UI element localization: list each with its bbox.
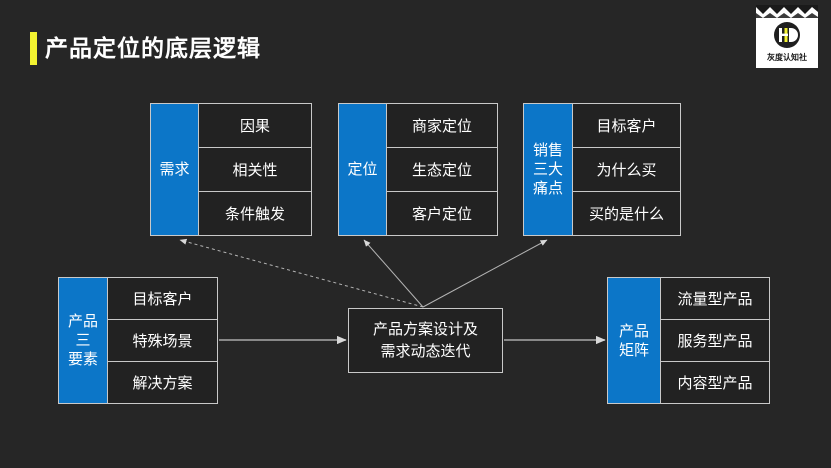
connector-center-to-sales-painpoints (422, 239, 548, 308)
page-title: 产品定位的底层逻辑 (45, 35, 261, 61)
title-accent-bar (30, 32, 37, 65)
group-product-matrix-head-line-1: 产品 (618, 322, 649, 340)
group-product-matrix-items: 流量型产品 服务型产品 内容型产品 (660, 278, 769, 403)
group-product-elements-head-line-3: 要素 (67, 351, 98, 368)
group-positioning-item-1[interactable]: 商家定位 (387, 104, 497, 148)
group-product-elements[interactable]: 产品 三 要素 目标客户 特殊场景 解决方案 (58, 277, 218, 404)
group-sales-painpoints-item-2[interactable]: 为什么买 (573, 148, 680, 192)
group-product-elements-items: 目标客户 特殊场景 解决方案 (107, 278, 217, 403)
group-sales-painpoints-item-3[interactable]: 买的是什么 (573, 192, 680, 235)
group-product-matrix-head-line-2: 矩阵 (618, 341, 649, 359)
logo-text: 灰度认知社 (767, 53, 807, 62)
group-sales-painpoints-head-line-3: 痛点 (532, 180, 563, 197)
group-product-elements-item-2[interactable]: 特殊场景 (108, 320, 217, 362)
group-product-matrix[interactable]: 产品 矩阵 流量型产品 服务型产品 内容型产品 (607, 277, 770, 404)
connector-center-to-positioning (363, 239, 424, 308)
center-box-line-2: 需求动态迭代 (380, 342, 471, 360)
group-sales-painpoints-item-1[interactable]: 目标客户 (573, 104, 680, 148)
group-positioning-head: 定位 (339, 104, 386, 235)
group-demand-item-1[interactable]: 因果 (199, 104, 311, 148)
group-positioning-items: 商家定位 生态定位 客户定位 (386, 104, 497, 235)
group-demand-item-3[interactable]: 条件触发 (199, 192, 311, 235)
group-sales-painpoints[interactable]: 销售 三大 痛点 目标客户 为什么买 买的是什么 (523, 103, 681, 236)
group-product-elements-head: 产品 三 要素 (59, 278, 107, 403)
group-product-elements-head-line-2: 三 (75, 332, 91, 349)
group-positioning[interactable]: 定位 商家定位 生态定位 客户定位 (338, 103, 498, 236)
group-demand[interactable]: 需求 因果 相关性 条件触发 (150, 103, 312, 236)
group-product-elements-item-1[interactable]: 目标客户 (108, 278, 217, 320)
group-product-matrix-item-3[interactable]: 内容型产品 (661, 362, 769, 403)
center-box-line-1: 产品方案设计及 (372, 320, 478, 338)
group-sales-painpoints-head-line-2: 三大 (532, 161, 563, 178)
zigzag-pattern-icon (756, 5, 818, 18)
brand-logo: 灰度认知社 (756, 5, 818, 68)
group-sales-painpoints-head: 销售 三大 痛点 (524, 104, 572, 235)
group-product-elements-item-3[interactable]: 解决方案 (108, 362, 217, 403)
group-product-matrix-item-2[interactable]: 服务型产品 (661, 320, 769, 362)
group-product-matrix-head: 产品 矩阵 (608, 278, 660, 403)
logo-emblem-icon (774, 22, 800, 48)
group-sales-painpoints-items: 目标客户 为什么买 买的是什么 (572, 104, 680, 235)
group-demand-items: 因果 相关性 条件触发 (198, 104, 311, 235)
center-box-product-plan[interactable]: 产品方案设计及 需求动态迭代 (348, 308, 503, 373)
group-positioning-item-2[interactable]: 生态定位 (387, 148, 497, 192)
group-demand-head: 需求 (151, 104, 198, 235)
group-positioning-item-3[interactable]: 客户定位 (387, 192, 497, 235)
group-sales-painpoints-head-line-1: 销售 (532, 142, 563, 159)
group-product-matrix-item-1[interactable]: 流量型产品 (661, 278, 769, 320)
group-product-elements-head-line-1: 产品 (67, 313, 98, 330)
group-demand-item-2[interactable]: 相关性 (199, 148, 311, 192)
